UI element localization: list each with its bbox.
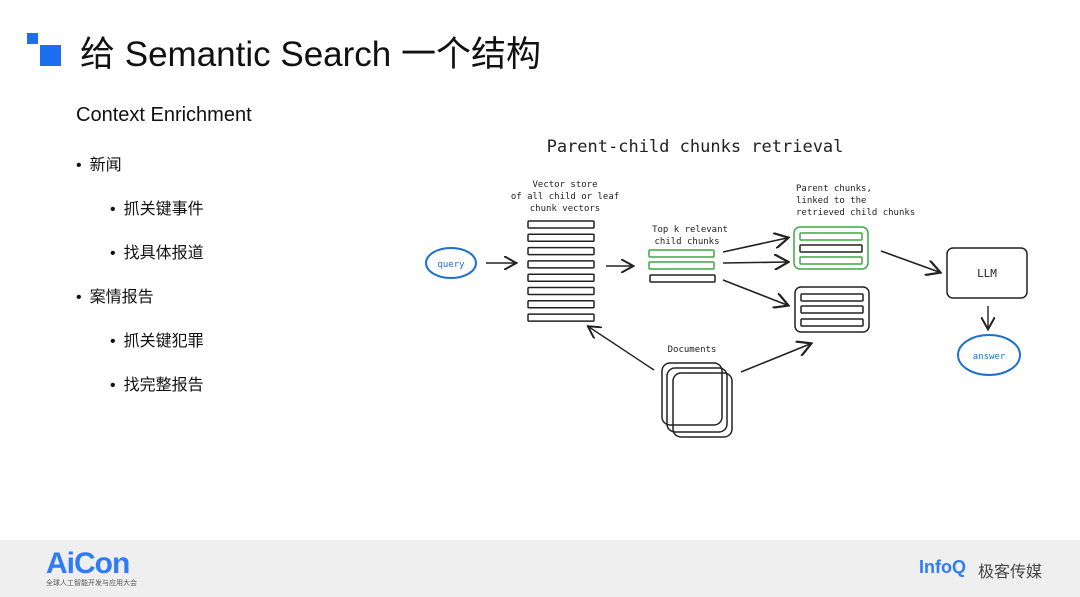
bullet-item: 抓关键犯罪 — [110, 327, 204, 351]
diagram-title: Parent-child chunks retrieval — [547, 137, 844, 157]
bullet-item: 案情报告 — [76, 283, 154, 307]
geek-media-logo: 极客传媒 — [978, 564, 1043, 581]
query-label: query — [437, 260, 465, 270]
bullet-item: 新闻 — [76, 151, 122, 175]
llm-label: LLM — [977, 267, 997, 280]
svg-text:retrieved child chunks: retrieved child chunks — [796, 208, 915, 218]
bullet-item: 抓关键事件 — [110, 195, 204, 219]
svg-text:Parent chunks,: Parent chunks, — [796, 184, 872, 194]
vector-chunk — [527, 286, 595, 296]
bullet-item: 找具体报道 — [110, 239, 204, 263]
arrow — [589, 327, 655, 371]
top-k-label: Top k relevant child chunks — [652, 225, 728, 247]
parent-label: Parent chunks, linked to the retrieved c… — [796, 184, 915, 218]
top-k-chunks — [648, 249, 716, 283]
vector-chunk — [527, 220, 595, 229]
vector-chunk — [527, 233, 595, 243]
vector-chunk — [527, 273, 595, 282]
vector-store-stack — [527, 220, 595, 322]
llm-node — [946, 247, 1028, 299]
section-subtitle: Context Enrichment — [76, 104, 252, 126]
parent-chunk-black — [794, 286, 870, 333]
parent-child-diagram: Parent-child chunks retrieval query Vect… — [425, 137, 1028, 438]
bullet-item: 找完整报告 — [110, 371, 204, 395]
svg-text:child chunks: child chunks — [654, 237, 719, 247]
arrows-to-parents — [722, 238, 787, 305]
footer: AiCon 全球人工智能开发与应用大会 InfoQ 极客传媒 — [0, 540, 1080, 597]
vector-chunk — [527, 246, 595, 256]
parent-chunk-green — [793, 226, 869, 270]
arrow — [880, 250, 939, 272]
vector-chunk — [527, 260, 595, 269]
documents-stack — [661, 362, 733, 438]
aicon-tagline: 全球人工智能开发与应用大会 — [46, 580, 137, 587]
svg-text:of all child or leaf: of all child or leaf — [511, 192, 619, 202]
query-node — [425, 247, 477, 279]
answer-node — [957, 334, 1021, 376]
logo-square-large — [40, 45, 61, 66]
aicon-logo: AiCon — [46, 547, 130, 580]
logo-square-small — [27, 33, 38, 44]
vector-chunk — [527, 313, 595, 322]
svg-text:Top k relevant: Top k relevant — [652, 225, 728, 235]
documents-label: Documents — [668, 345, 717, 355]
vector-store-label: Vector store of all child or leaf chunk … — [511, 180, 619, 214]
svg-text:Vector store: Vector store — [532, 180, 597, 190]
arrow — [740, 344, 810, 373]
answer-label: answer — [973, 352, 1006, 362]
infoq-logo: InfoQ — [919, 557, 966, 577]
svg-text:chunk vectors: chunk vectors — [530, 204, 600, 214]
page-title: 给 Semantic Search 一个结构 — [80, 35, 541, 74]
vector-chunk — [527, 300, 595, 309]
svg-text:linked to the: linked to the — [796, 196, 866, 206]
